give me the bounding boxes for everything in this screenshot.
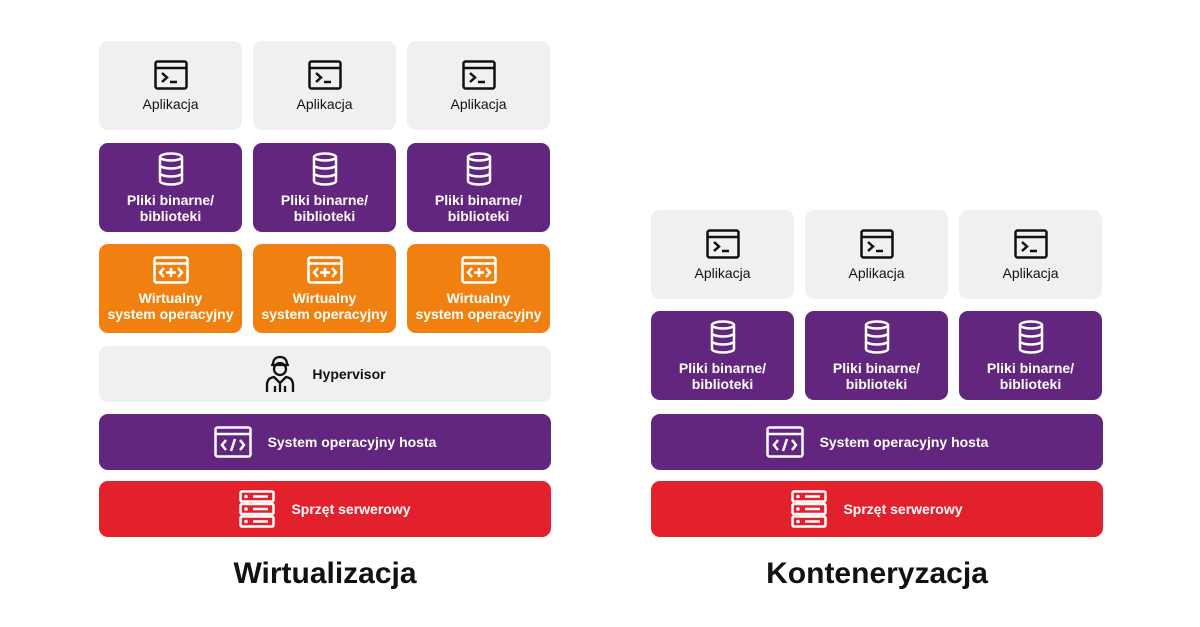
database-icon [466, 151, 491, 186]
virtual-os-block: Wirtualny system operacyjny [253, 244, 396, 333]
database-icon [710, 319, 735, 354]
code-window-icon [306, 255, 343, 284]
hardware-label: Sprzęt serwerowy [291, 501, 411, 517]
application-label: Aplikacja [450, 95, 507, 112]
host-os-label: System operacyjny hosta [819, 434, 989, 450]
database-icon [1018, 319, 1043, 354]
binaries-label: Pliki binarne/ biblioteki [434, 191, 523, 224]
terminal-window-icon [859, 228, 894, 259]
container-binaries-block: Pliki binarne/ biblioteki [651, 311, 794, 400]
server-icon [239, 490, 276, 528]
virtualization-title: Wirtualizacja [233, 557, 417, 590]
database-icon [158, 151, 183, 186]
container-application-block: Aplikacja [651, 210, 794, 299]
virtual-os-label: Wirtualny system operacyjny [415, 289, 542, 322]
binaries-label: Pliki binarne/ biblioteki [126, 191, 215, 224]
vm-application-block: Aplikacja [99, 41, 242, 130]
vm-application-block: Aplikacja [407, 41, 550, 130]
hypervisor-block: Hypervisor [99, 346, 551, 402]
terminal-window-icon [705, 228, 740, 259]
container-application-block: Aplikacja [805, 210, 948, 299]
vm-binaries-block: Pliki binarne/ biblioteki [99, 143, 242, 232]
host-os-label: System operacyjny hosta [267, 434, 437, 450]
container-host-os-block: System operacyjny hosta [651, 414, 1103, 470]
binaries-label: Pliki binarne/ biblioteki [678, 359, 767, 392]
code-window-icon [152, 255, 189, 284]
database-icon [312, 151, 337, 186]
server-icon [791, 490, 828, 528]
hypervisor-label: Hypervisor [312, 366, 386, 382]
container-application-block: Aplikacja [959, 210, 1102, 299]
binaries-label: Pliki binarne/ biblioteki [832, 359, 921, 392]
virtual-os-block: Wirtualny system operacyjny [407, 244, 550, 333]
vm-binaries-block: Pliki binarne/ biblioteki [407, 143, 550, 232]
container-binaries-block: Pliki binarne/ biblioteki [805, 311, 948, 400]
application-label: Aplikacja [142, 95, 199, 112]
application-label: Aplikacja [694, 264, 751, 281]
vm-hardware-block: Sprzęt serwerowy [99, 481, 551, 537]
vm-host-os-block: System operacyjny hosta [99, 414, 551, 470]
application-label: Aplikacja [1002, 264, 1059, 281]
binaries-label: Pliki binarne/ biblioteki [986, 359, 1075, 392]
application-label: Aplikacja [296, 95, 353, 112]
code-brackets-window-icon [765, 426, 804, 458]
code-window-icon [460, 255, 497, 284]
terminal-window-icon [307, 59, 342, 90]
database-icon [864, 319, 889, 354]
virtual-os-label: Wirtualny system operacyjny [261, 289, 388, 322]
code-brackets-window-icon [213, 426, 252, 458]
vm-application-block: Aplikacja [253, 41, 396, 130]
person-icon [266, 355, 295, 392]
vm-binaries-block: Pliki binarne/ biblioteki [253, 143, 396, 232]
terminal-window-icon [1013, 228, 1048, 259]
containerization-title: Konteneryzacja [766, 557, 988, 590]
virtual-os-block: Wirtualny system operacyjny [99, 244, 242, 333]
terminal-window-icon [461, 59, 496, 90]
application-label: Aplikacja [848, 264, 905, 281]
hardware-label: Sprzęt serwerowy [843, 501, 963, 517]
virtual-os-label: Wirtualny system operacyjny [107, 289, 234, 322]
terminal-window-icon [153, 59, 188, 90]
binaries-label: Pliki binarne/ biblioteki [280, 191, 369, 224]
container-binaries-block: Pliki binarne/ biblioteki [959, 311, 1102, 400]
container-hardware-block: Sprzęt serwerowy [651, 481, 1103, 537]
